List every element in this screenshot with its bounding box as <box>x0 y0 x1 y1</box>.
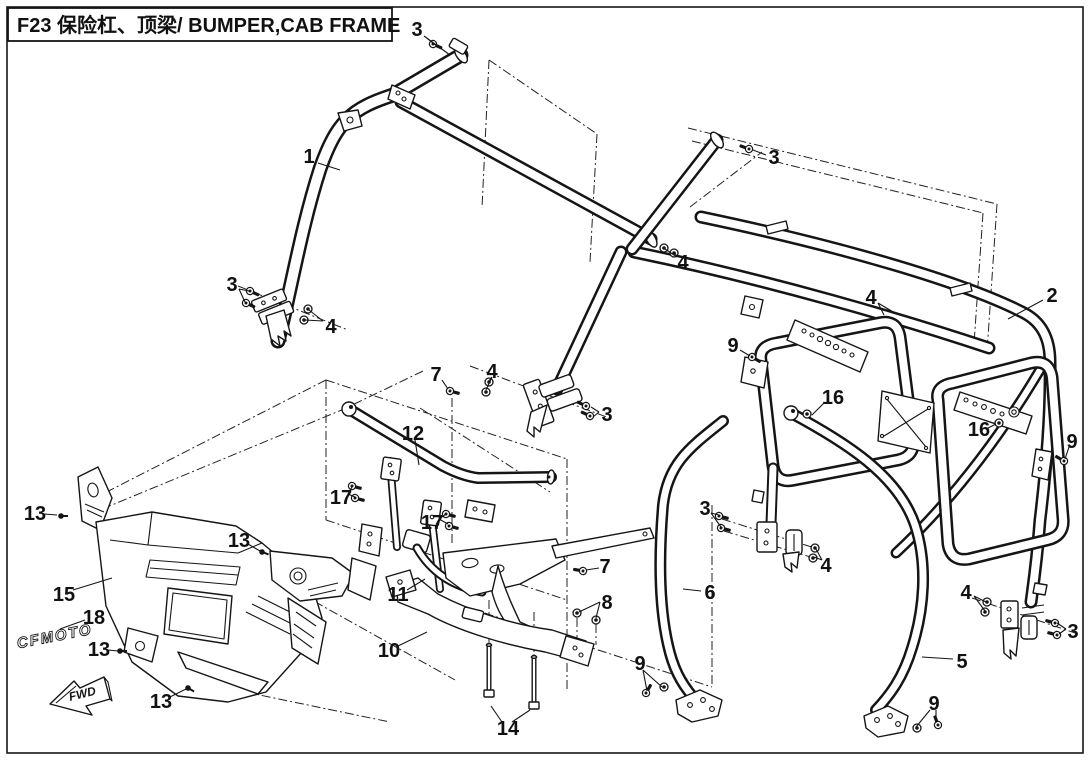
callout-label-3-1: 3 <box>411 19 422 41</box>
callout-label-6-30: 6 <box>704 582 715 604</box>
diagram-title: F23 保险杠、顶梁/ BUMPER,CAB FRAME <box>17 13 400 37</box>
nut-icon <box>802 409 812 419</box>
callout-label-17-16: 17 <box>330 487 352 509</box>
callout-label-3-14: 3 <box>601 404 612 426</box>
nut-icon <box>572 608 582 618</box>
callout-label-13-23: 13 <box>228 530 250 552</box>
callout-label-8-28: 8 <box>601 592 612 614</box>
part-5-leg <box>783 405 923 738</box>
callout-label-10-25: 10 <box>378 640 400 662</box>
nut-icon <box>982 597 992 607</box>
callout-label-7-12: 7 <box>430 364 441 386</box>
roof-tab <box>949 282 973 297</box>
callout-leader-lines <box>43 35 1070 728</box>
nut-icon <box>810 543 820 553</box>
bumper-side-pod <box>269 550 355 602</box>
roof-tab <box>765 220 789 235</box>
callout-label-16-10: 16 <box>968 419 990 441</box>
callout-label-3-33: 3 <box>699 498 710 520</box>
callout-label-5-31: 5 <box>956 651 967 673</box>
part-12-crossbar-tube <box>341 401 555 589</box>
clamp-rear-right <box>1000 600 1045 660</box>
callout-label-9-32: 9 <box>928 693 939 715</box>
part-11-upper-bracket <box>401 499 655 641</box>
callout-label-7-27: 7 <box>599 556 610 578</box>
callout-label-4-13: 4 <box>486 361 498 383</box>
callout-label-18-20: 18 <box>83 607 105 629</box>
title-block: F23 保险杠、顶梁/ BUMPER,CAB FRAME <box>7 7 400 42</box>
x-brace-plate <box>877 390 935 454</box>
callout-label-15-19: 15 <box>53 584 75 606</box>
callout-label-3-4: 3 <box>226 274 237 296</box>
nut-icon <box>980 607 990 617</box>
callout-label-4-35: 4 <box>960 582 972 604</box>
callout-label-9-29: 9 <box>634 653 645 675</box>
callout-label-2-6: 2 <box>1046 285 1057 307</box>
callout-label-14-26: 14 <box>497 718 520 740</box>
callout-label-13-22: 13 <box>150 691 172 713</box>
callout-label-13-21: 13 <box>88 639 110 661</box>
callout-label-13-18: 13 <box>24 503 46 525</box>
callout-label-4-3: 4 <box>677 252 689 274</box>
callout-label-3-2: 3 <box>768 147 779 169</box>
part-6-leg <box>660 421 723 723</box>
fwd-arrow-text: FWD <box>67 684 97 704</box>
fwd-arrow: FWD <box>49 676 113 716</box>
callout-label-3-36: 3 <box>1067 621 1078 643</box>
callout-label-17-17: 17 <box>421 512 443 534</box>
foot-plate <box>675 689 723 723</box>
callout-label-4-5: 4 <box>325 316 337 338</box>
nut-icon <box>994 418 1004 428</box>
long-bolts-14 <box>483 644 540 710</box>
callout-label-4-7: 4 <box>865 287 877 309</box>
clamp-rear-left <box>756 521 803 573</box>
callout-label-12-15: 12 <box>402 423 424 445</box>
callout-label-16-9: 16 <box>822 387 844 409</box>
part-2-rear-cab-frame <box>522 131 1063 660</box>
callout-label-9-8: 9 <box>727 335 738 357</box>
callout-label-4-34: 4 <box>820 555 832 577</box>
callout-label-1-0: 1 <box>303 146 314 168</box>
part-15-front-bumper <box>77 466 377 703</box>
clamp-front-left <box>522 374 583 428</box>
part-10-lower-bracket <box>385 569 595 667</box>
foot-plate <box>863 705 909 738</box>
callout-label-11-24: 11 <box>387 584 408 606</box>
callout-label-9-11: 9 <box>1066 431 1077 453</box>
